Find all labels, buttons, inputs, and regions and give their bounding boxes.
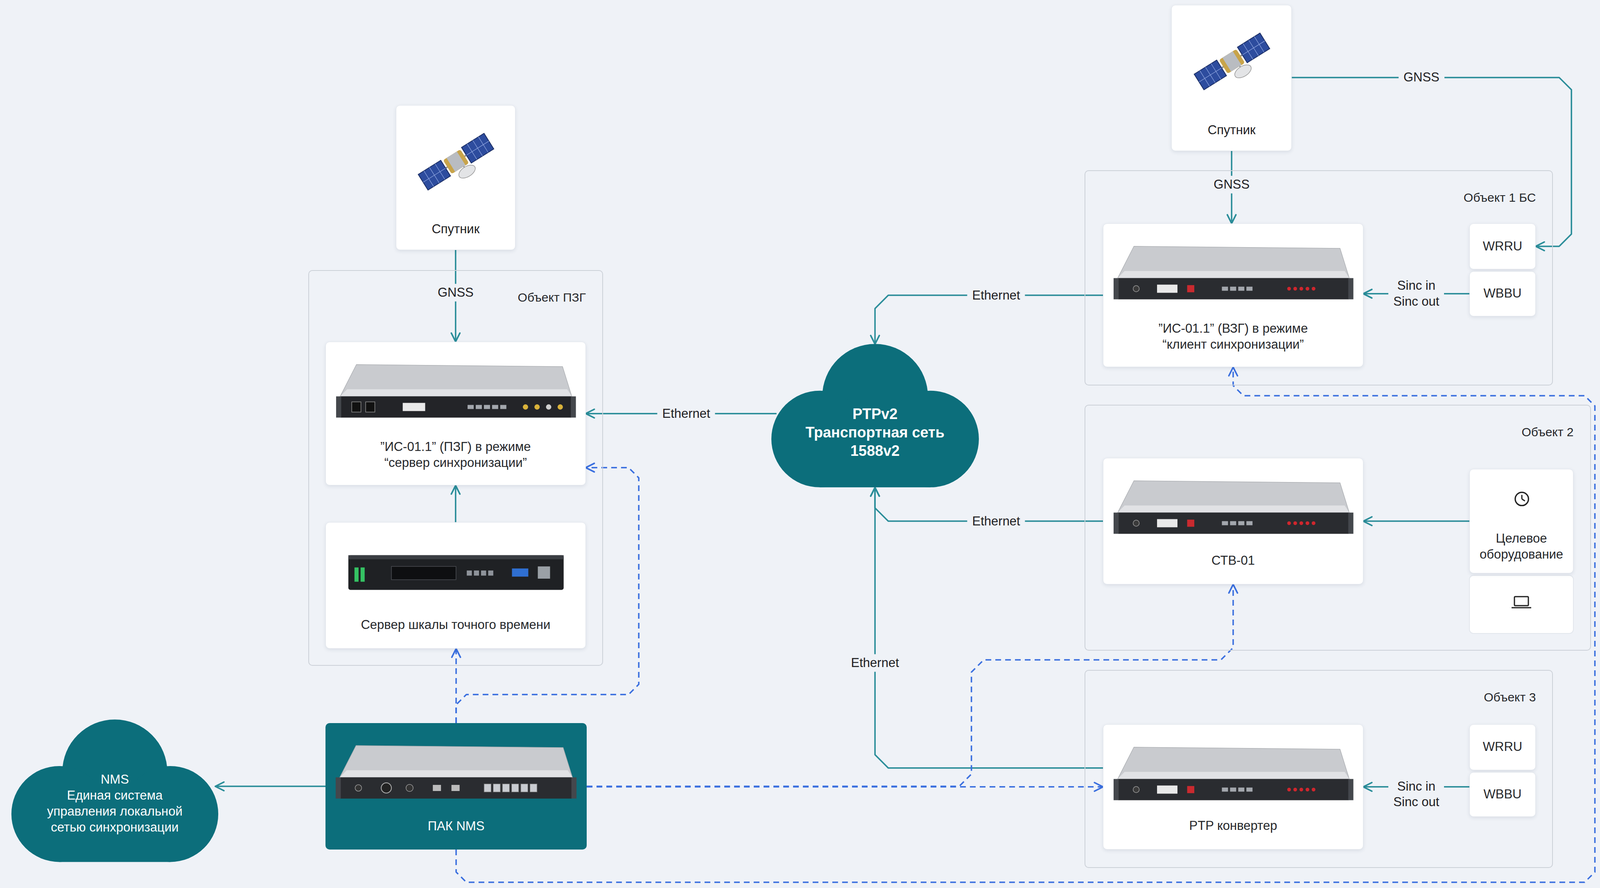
- edge-label: GNSS: [432, 284, 479, 302]
- node-label: NMS: [100, 772, 129, 789]
- site-group: Объект 2 СТВ-01 Целевое оборудование: [1084, 404, 1591, 651]
- group-heading: Объект 3: [1483, 689, 1536, 706]
- network-cloud: PTPv2 Транспортная сеть 1588v2: [770, 336, 980, 488]
- node-label: Единая система управления локальной сеть…: [46, 788, 183, 836]
- node-label: Сервер шкалы точного времени: [360, 617, 551, 634]
- device-box: PTP конвертер: [1102, 724, 1364, 851]
- group-heading: Объект ПЗГ: [517, 289, 586, 306]
- edge-label: Ethernet: [967, 512, 1026, 531]
- text-group: СТВ-01: [1211, 553, 1255, 570]
- node-label: PTPv2 Транспортная сеть 1588v2: [802, 404, 948, 461]
- unit-box: WRRU: [1469, 724, 1536, 771]
- text-group: WRRU: [1482, 238, 1523, 255]
- text-group: WRRU: [1482, 739, 1523, 756]
- edge-label: Ethernet: [657, 404, 715, 423]
- node-label: ПАК NMS: [427, 818, 485, 835]
- edge-label: Ethernet: [967, 286, 1026, 305]
- node-label: ”ИС-01.1” (ВЗГ) в режиме “клиент синхрон…: [1158, 320, 1309, 353]
- connector: [1291, 77, 1572, 247]
- dashed-connector: [456, 367, 1595, 883]
- device-box: Сервер шкалы точного времени: [325, 522, 586, 649]
- text-group: ПАК NMS: [427, 818, 485, 835]
- text-group: Объект 1 БС: [1463, 189, 1537, 206]
- connector: [454, 485, 457, 523]
- device-box: ”ИС-01.1” (ПЗГ) в режиме “сервер синхрон…: [325, 341, 586, 486]
- network-cloud: NMSЕдиная система управления локальной с…: [10, 712, 220, 863]
- device-box: ”ИС-01.1” (ВЗГ) в режиме “клиент синхрон…: [1102, 223, 1364, 368]
- text-group: Спутник: [431, 221, 480, 238]
- node-label: СТВ-01: [1211, 553, 1255, 570]
- node-label: PTP конвертер: [1189, 818, 1278, 835]
- node-label: WBBU: [1483, 786, 1522, 803]
- nms-device-box: ПАК NMS: [325, 723, 587, 850]
- text-group: PTPv2 Транспортная сеть 1588v2: [802, 404, 948, 461]
- node-label: Целевое оборудование: [1479, 531, 1564, 563]
- edge-label: GNSS: [1398, 68, 1445, 87]
- site-group: Объект 3 PTP конвертер WRRU WBBU: [1084, 670, 1553, 869]
- laptop-box: [1469, 575, 1574, 634]
- text-group: ”ИС-01.1” (ПЗГ) в режиме “сервер синхрон…: [380, 439, 532, 472]
- connectors: [215, 77, 1596, 883]
- connector: [874, 487, 1103, 769]
- text-group: Целевое оборудование: [1479, 531, 1564, 563]
- text-group: Объект 3: [1483, 689, 1536, 706]
- text-group: Спутник: [1207, 122, 1256, 139]
- text-group: Сервер шкалы точного времени: [360, 617, 551, 634]
- edge-label: GNSS: [1208, 176, 1255, 194]
- edge-label: Ethernet: [846, 654, 904, 673]
- site-group: Объект 1 БС ”ИС-01.1” (ВЗГ) в режиме “кли…: [1084, 170, 1553, 386]
- text-group: Объект ПЗГ: [517, 289, 586, 306]
- satellite-box: Спутник: [1171, 4, 1292, 151]
- device-box: СТВ-01: [1102, 458, 1364, 585]
- cloud-shape: [10, 712, 220, 863]
- node-label: Спутник: [431, 221, 480, 238]
- edge-label: Sinc in Sinc out: [1388, 277, 1445, 311]
- text-group: PTP конвертер: [1189, 818, 1278, 835]
- text-group: ”ИС-01.1” (ВЗГ) в режиме “клиент синхрон…: [1158, 320, 1309, 353]
- edge-label: Sinc in Sinc out: [1388, 778, 1445, 812]
- node-label: ”ИС-01.1” (ПЗГ) в режиме “сервер синхрон…: [380, 439, 532, 472]
- unit-box: WBBU: [1469, 772, 1536, 818]
- text-group: NMSЕдиная система управления локальной с…: [46, 772, 183, 836]
- node-label: WRRU: [1482, 238, 1523, 255]
- unit-box: WBBU: [1469, 271, 1536, 317]
- group-heading: Объект 2: [1521, 424, 1574, 441]
- text-group: WBBU: [1483, 786, 1522, 803]
- satellite-box: Спутник: [395, 105, 516, 251]
- group-heading: Объект 1 БС: [1463, 189, 1537, 206]
- dashed-connector: [586, 786, 1103, 789]
- text-group: WBBU: [1483, 285, 1522, 302]
- connector: [1363, 520, 1470, 523]
- node-label: Спутник: [1207, 122, 1256, 139]
- unit-box: WRRU: [1469, 223, 1536, 270]
- node-label: WRRU: [1482, 739, 1523, 756]
- text-group: Объект 2: [1521, 424, 1574, 441]
- node-label: WBBU: [1483, 285, 1522, 302]
- equipment-box: Целевое оборудование: [1469, 469, 1574, 574]
- connector: [215, 786, 326, 788]
- site-group: Объект ПЗГ ”ИС-01.1” (ПЗГ) в режиме “серв…: [308, 270, 604, 667]
